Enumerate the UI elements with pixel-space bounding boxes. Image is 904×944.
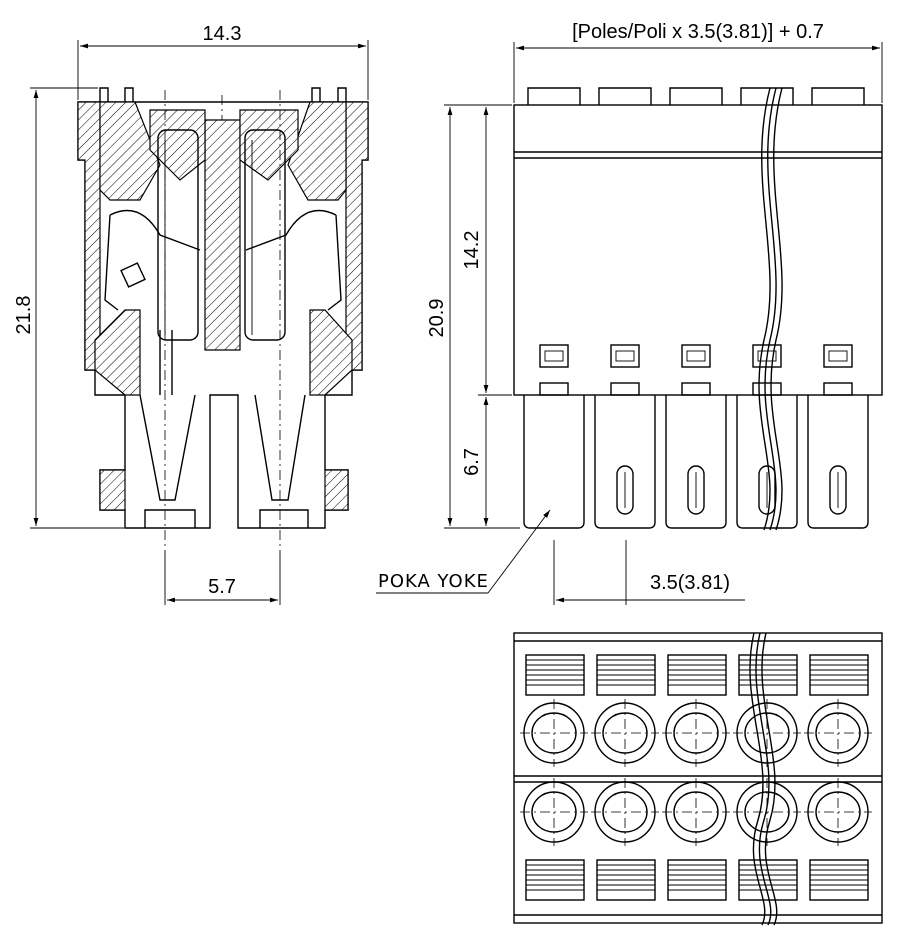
- front-latch-slot: [823, 382, 853, 396]
- front-poka-slot: [758, 465, 776, 515]
- poka-yoke-label: POKA YOKE: [378, 571, 489, 592]
- front-latch-window: [752, 344, 782, 368]
- front-latch-window: [539, 344, 569, 368]
- front-latch-window: [681, 344, 711, 368]
- front-pin-housing: [665, 395, 727, 529]
- front-top-tab: [740, 87, 794, 105]
- dimension-side-heights: 20.9 14.2 6.7: [426, 104, 520, 529]
- front-latch-slot: [752, 382, 782, 396]
- dim-pitch-formula-label: [Poles/Poli x 3.5(3.81)] + 0.7: [572, 21, 824, 43]
- section-view: [77, 87, 369, 550]
- dim-20-9-label: 20.9: [426, 299, 448, 338]
- front-latch-window-inner: [544, 350, 564, 362]
- front-top-tab: [669, 87, 723, 105]
- dimension-height-total: 21.8: [13, 87, 124, 529]
- dim-5-7-label: 5.7: [208, 576, 236, 598]
- front-latch-window-inner: [615, 350, 635, 362]
- front-poka-slot: [829, 465, 847, 515]
- dimension-pin-spacing: 5.7: [164, 550, 281, 605]
- front-view: [513, 87, 883, 529]
- front-pin-housing: [594, 395, 656, 529]
- front-latch-window: [610, 344, 640, 368]
- front-top-tab: [527, 87, 581, 105]
- front-pin-housing: [523, 395, 585, 529]
- front-poka-slot: [687, 465, 705, 515]
- dim-21-8-label: 21.8: [13, 296, 35, 335]
- dimension-pitch: 3.5(3.81): [553, 540, 745, 605]
- dim-6-7-label: 6.7: [461, 448, 483, 476]
- front-top-tab: [811, 87, 865, 105]
- front-latch-slot: [681, 382, 711, 396]
- front-latch-slot: [539, 382, 569, 396]
- bottom-view: [513, 632, 883, 924]
- dim-3-5-label: 3.5(3.81): [650, 572, 730, 594]
- dimension-pitch-formula: [Poles/Poli x 3.5(3.81)] + 0.7: [513, 21, 883, 103]
- break-lines: [749, 87, 783, 926]
- front-top-tab: [598, 87, 652, 105]
- dimension-width-top: 14.3: [77, 23, 369, 100]
- dim-14-3-label: 14.3: [203, 23, 242, 45]
- front-latch-window: [823, 344, 853, 368]
- front-latch-window-inner: [828, 350, 848, 362]
- front-poka-slot: [616, 465, 634, 515]
- front-latch-slot: [610, 382, 640, 396]
- front-pin-housing: [736, 395, 798, 529]
- dim-14-2-label: 14.2: [461, 231, 483, 270]
- poka-yoke-callout: POKA YOKE: [376, 509, 551, 594]
- front-latch-window-inner: [686, 350, 706, 362]
- front-pin-housing: [807, 395, 869, 529]
